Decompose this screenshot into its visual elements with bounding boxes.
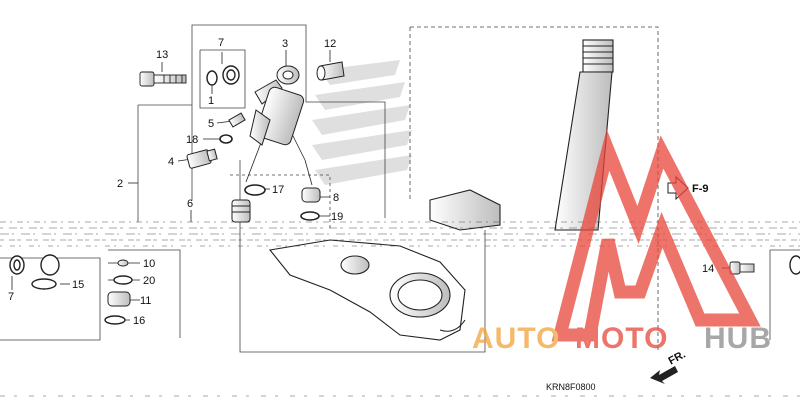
fitting-3 <box>249 65 305 146</box>
callout-11: 11 <box>140 295 151 307</box>
callout-16: 16 <box>133 315 145 327</box>
lower-body <box>268 239 466 341</box>
callout-12: 12 <box>324 38 336 50</box>
callout-6: 6 <box>187 198 193 210</box>
steering-stem <box>429 39 614 231</box>
seals-17-8-19 <box>244 184 321 221</box>
callout-20: 20 <box>143 275 155 287</box>
watermark-triangle-icon <box>551 129 761 342</box>
callout-labels: 13 7 1 3 12 2 5 18 4 6 17 8 19 7 15 10 2… <box>8 37 714 327</box>
bolt-13 <box>139 71 187 87</box>
watermark-word-hub: HUB <box>704 322 772 355</box>
automotohub-watermark: AUTO MOTO HUB <box>472 129 772 355</box>
callout-17: 17 <box>272 184 284 196</box>
o-rings-1-7 <box>206 65 240 86</box>
small-parts-5-18-4 <box>186 112 246 169</box>
callout-14: 14 <box>702 263 714 275</box>
callout-18: 18 <box>186 134 198 146</box>
front-label: FR. <box>666 349 687 368</box>
wing-logo-watermark <box>312 60 412 185</box>
watermark-word-auto: AUTO <box>472 322 560 355</box>
callout-1: 1 <box>208 95 214 107</box>
callout-8: 8 <box>333 192 339 204</box>
callout-5: 5 <box>208 118 214 130</box>
cap-12 <box>316 61 345 81</box>
diagram-code: KRN8F0800 <box>546 382 596 392</box>
f9-label: F-9 <box>692 183 709 195</box>
callout-15: 15 <box>72 279 84 291</box>
right-rings <box>789 255 800 275</box>
callout-13: 13 <box>156 49 168 61</box>
callout-10: 10 <box>143 258 155 270</box>
callout-19: 19 <box>331 211 343 223</box>
piston-6 <box>231 199 251 223</box>
callout-4: 4 <box>168 156 174 168</box>
callout-3: 3 <box>282 38 288 50</box>
callout-2: 2 <box>117 178 123 190</box>
callout-7-top: 7 <box>218 37 224 49</box>
bolt-14 <box>729 261 755 275</box>
lower-left-seals <box>9 254 133 325</box>
callout-7-left: 7 <box>8 291 14 303</box>
watermark-word-moto: MOTO <box>575 322 668 355</box>
group-boxes <box>0 24 800 353</box>
